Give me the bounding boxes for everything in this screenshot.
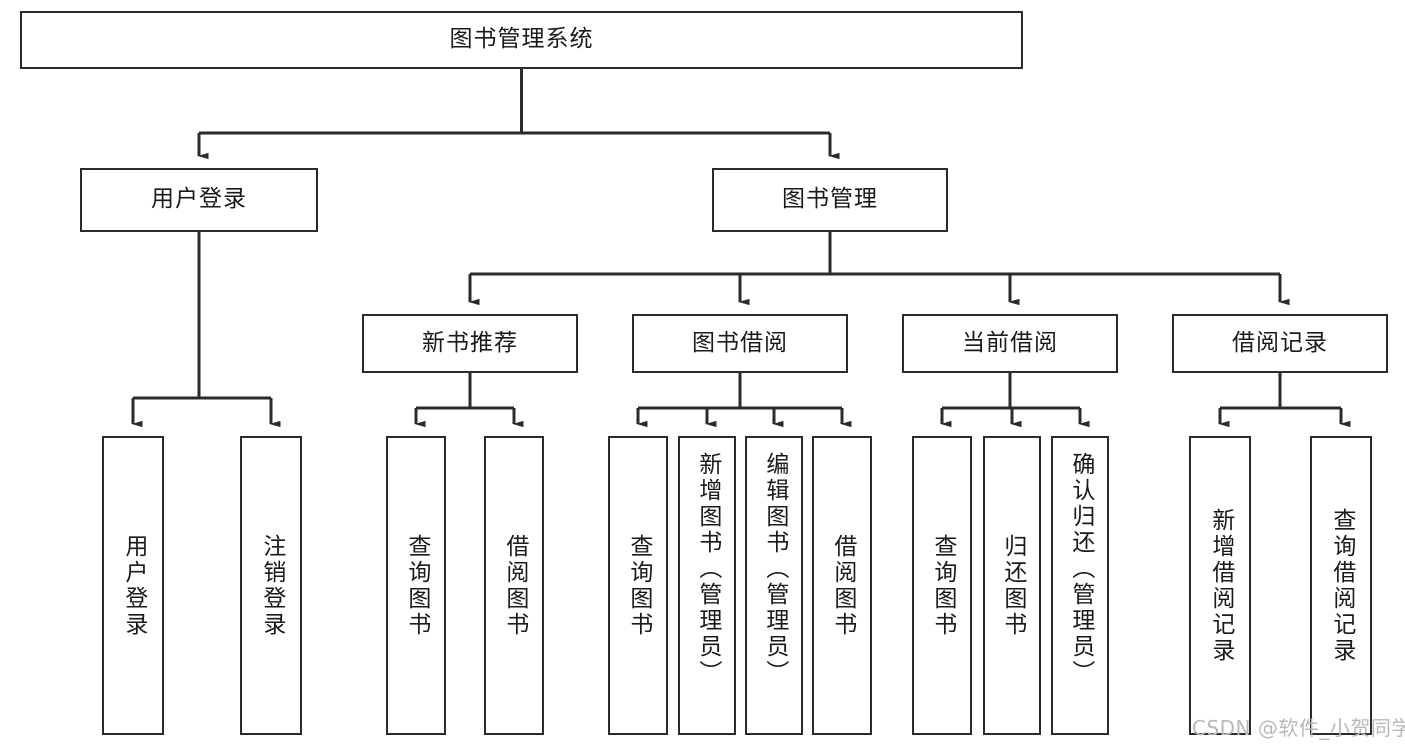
- node-book-manage[interactable]: 图书管理: [712, 168, 948, 232]
- node-leaf-confirm-return-admin-label: 确认归还（管理员）: [1067, 452, 1094, 686]
- node-leaf-add-book-admin[interactable]: 新增图书（管理员）: [678, 436, 736, 735]
- node-leaf-logout[interactable]: 注销登录: [240, 436, 302, 735]
- node-leaf-query-borrow-record[interactable]: 查询借阅记录: [1310, 436, 1372, 735]
- node-leaf-borrow-book-label: 借阅图书: [829, 533, 856, 638]
- node-current-borrow[interactable]: 当前借阅: [902, 314, 1118, 373]
- node-leaf-logout-label: 注销登录: [258, 533, 285, 638]
- node-leaf-query-book-borrow-label: 查询图书: [625, 533, 652, 638]
- node-leaf-borrow-book[interactable]: 借阅图书: [812, 436, 872, 735]
- node-leaf-user-login-label: 用户登录: [120, 533, 147, 638]
- node-user-login[interactable]: 用户登录: [80, 168, 318, 232]
- node-borrow-record[interactable]: 借阅记录: [1172, 314, 1388, 373]
- node-leaf-query-borrow-record-label: 查询借阅记录: [1328, 507, 1355, 664]
- node-book-borrow-label: 图书借阅: [692, 329, 788, 356]
- node-leaf-return-book-label: 归还图书: [999, 533, 1026, 638]
- node-book-borrow[interactable]: 图书借阅: [632, 314, 848, 373]
- node-root[interactable]: 图书管理系统: [20, 11, 1023, 69]
- node-leaf-query-book-rec[interactable]: 查询图书: [386, 436, 446, 735]
- node-leaf-query-book-borrow[interactable]: 查询图书: [608, 436, 668, 735]
- node-leaf-borrow-book-rec-label: 借阅图书: [501, 533, 528, 638]
- node-book-manage-label: 图书管理: [782, 186, 878, 213]
- node-borrow-record-label: 借阅记录: [1232, 329, 1328, 356]
- node-leaf-query-book-current-label: 查询图书: [929, 533, 956, 638]
- node-leaf-edit-book-admin[interactable]: 编辑图书（管理员）: [745, 436, 803, 735]
- node-leaf-add-book-admin-label: 新增图书（管理员）: [694, 452, 721, 686]
- node-leaf-add-borrow-record-label: 新增借阅记录: [1207, 507, 1234, 664]
- node-leaf-user-login[interactable]: 用户登录: [102, 436, 164, 735]
- node-leaf-return-book[interactable]: 归还图书: [983, 436, 1041, 735]
- node-root-label: 图书管理系统: [449, 26, 594, 53]
- node-user-login-label: 用户登录: [151, 186, 247, 213]
- node-new-book-recommend[interactable]: 新书推荐: [362, 314, 578, 373]
- csdn-watermark: CSDN @软件_小贺同学: [1192, 716, 1405, 740]
- node-leaf-borrow-book-rec[interactable]: 借阅图书: [484, 436, 544, 735]
- node-leaf-query-book-current[interactable]: 查询图书: [912, 436, 972, 735]
- node-leaf-add-borrow-record[interactable]: 新增借阅记录: [1189, 436, 1251, 735]
- node-leaf-confirm-return-admin[interactable]: 确认归还（管理员）: [1051, 436, 1109, 735]
- node-current-borrow-label: 当前借阅: [962, 329, 1058, 356]
- node-new-book-recommend-label: 新书推荐: [422, 329, 518, 356]
- node-leaf-edit-book-admin-label: 编辑图书（管理员）: [761, 452, 788, 686]
- node-leaf-query-book-rec-label: 查询图书: [403, 533, 430, 638]
